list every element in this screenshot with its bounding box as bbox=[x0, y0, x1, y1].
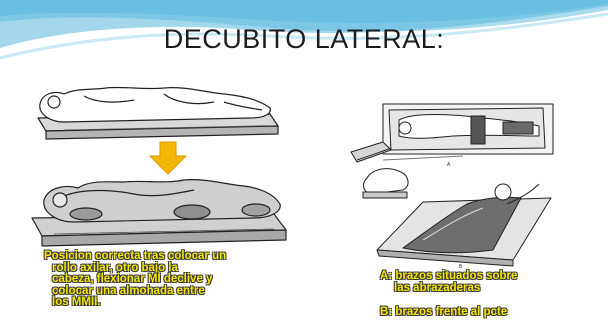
figure-label-a: A bbox=[447, 162, 451, 168]
left-caption-line: rollo axilar, otro bajo la bbox=[52, 261, 178, 274]
caption-a: A: brazos situados sobre las abrazaderas bbox=[380, 270, 580, 294]
arm-position-drawing: A B bbox=[350, 103, 554, 270]
down-arrow-icon bbox=[149, 141, 187, 175]
left-caption-line: colocar una almohada entre bbox=[52, 284, 205, 297]
caption-a-line: las abrazaderas bbox=[394, 281, 481, 294]
slide-title: DECUBITO LATERAL: bbox=[163, 24, 445, 54]
lateral-position-drawing bbox=[31, 86, 287, 247]
caption-a-line: A: brazos situados sobre bbox=[380, 270, 518, 282]
left-caption-line: cabeza, flexionar MI declive y bbox=[52, 273, 213, 285]
left-caption: Posicion correcta tras colocar un rollo … bbox=[44, 250, 304, 309]
figure-label-b: B bbox=[459, 264, 463, 270]
left-illustration bbox=[24, 84, 298, 254]
header-wave-decoration bbox=[0, 0, 608, 60]
caption-b: B: brazos frente al pcte bbox=[380, 306, 508, 318]
left-caption-line: Posicion correcta tras colocar un bbox=[44, 250, 227, 262]
left-caption-line: los MMII. bbox=[52, 296, 101, 308]
right-illustration: A B bbox=[343, 100, 556, 270]
